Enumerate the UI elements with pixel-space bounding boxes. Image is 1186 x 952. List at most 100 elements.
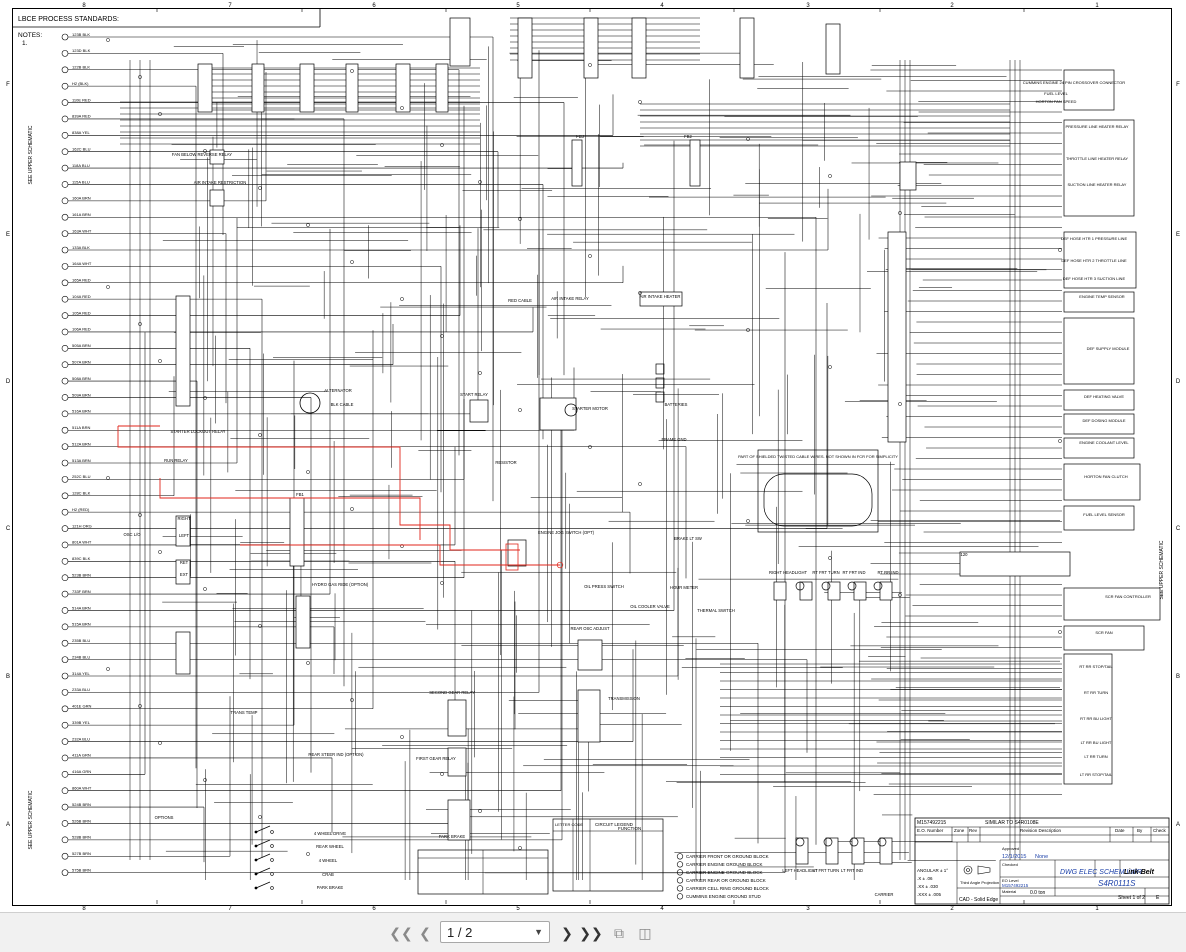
component-label: RT RR IND	[877, 570, 898, 575]
component-label: FB1	[296, 492, 304, 497]
grid-col-top: 3	[806, 3, 810, 9]
first-page-icon[interactable]: ❮❮	[389, 924, 413, 941]
tolerance-xxx: .XXX ± .005	[917, 892, 941, 897]
component-label: EXT	[180, 572, 189, 577]
drawing-number: S4R0111S	[1098, 879, 1136, 888]
eo-number-value: M157492215	[917, 820, 946, 826]
grid-col-top: 4	[660, 3, 664, 9]
component-label: PART OF SHIELDED TWISTED CABLE WIRES. NO…	[738, 454, 898, 459]
col-zone: Zone	[954, 828, 965, 833]
view-mode-icon[interactable]: ◫	[638, 924, 652, 941]
component-label: REAR OSC ADJUST	[570, 626, 610, 631]
component-label: TRANSMISSION	[608, 696, 640, 701]
component-label: RT FRT TURN	[812, 570, 839, 575]
device-label: RT RR TURN	[1084, 690, 1108, 695]
grid-col-top: 8	[82, 3, 86, 9]
component-label: OSC L/O	[124, 532, 142, 537]
grid-row-left: A	[6, 822, 10, 828]
left-wire-label: 128C BLK	[72, 491, 91, 496]
component-label: LT FRT IND	[841, 868, 863, 873]
left-wire-label: 524B BRN	[72, 802, 91, 807]
sheet-number: Sheet 1 of 2	[1118, 895, 1145, 901]
col-date: Date	[1115, 828, 1125, 833]
component-label: AIR INTAKE RESTRICTION	[194, 180, 247, 185]
left-wire-label: 232A BLU	[72, 736, 90, 741]
component-label: HOUR METER	[670, 585, 698, 590]
col-eo-number: E.O. Number	[917, 828, 944, 833]
grid-row-right: E	[1176, 232, 1180, 238]
left-wire-label: 233A BLU	[72, 687, 90, 692]
copy-icon[interactable]: ⧉	[614, 924, 624, 941]
grid-col-top: 1	[1095, 3, 1099, 9]
grid-row-left: C	[6, 526, 11, 532]
projection-label: Third Angle Projection	[960, 880, 999, 885]
component-label: LEFT	[179, 533, 190, 538]
component-label: RUN RELAY	[164, 458, 188, 463]
left-wire-label: 252C BLU	[72, 474, 91, 479]
left-wire-label: 416A GRN	[72, 769, 91, 774]
left-wire-label: 401E GRN	[72, 704, 91, 709]
left-wire-label: 163A WHT	[72, 228, 92, 233]
component-label: LT FRT TURN	[813, 868, 839, 873]
component-label: OPTIONS	[155, 815, 174, 820]
notes-label: NOTES:	[18, 32, 42, 39]
component-label: FAN BELOW REVERSE RELAY	[172, 152, 232, 157]
component-label: ENGINE JOG SWITCH (OPT)	[538, 530, 595, 535]
ground-legend-item: CARRIER ENGINE GROUND BLOCK	[686, 862, 763, 867]
drawn-date: 12/1/2015	[1002, 854, 1026, 860]
component-label: THERMAL SWITCH	[697, 608, 735, 613]
col-check: Check	[1153, 828, 1167, 833]
ground-legend-item: CARRIER REAR OR GROUND BLOCK	[686, 878, 766, 883]
components	[61, 17, 1161, 890]
tolerance-angular: ANGULAR ± 1°	[917, 868, 948, 873]
left-wire-label: 839C BLK	[72, 556, 91, 561]
grid-row-left: E	[6, 232, 10, 238]
left-wire-label: 801A WHT	[72, 540, 92, 545]
approved-label: Approved	[1002, 846, 1019, 851]
component-label: OIL COOLER VALVE	[630, 604, 670, 609]
component-label: START RELAY	[460, 392, 488, 397]
tolerance-xx: .XX ± .030	[917, 884, 938, 889]
col-by: By	[1137, 828, 1143, 833]
left-wire-label: 123B BLK	[72, 32, 90, 37]
device-label: RT RR STOP/TAIL	[1079, 664, 1113, 669]
left-wire-label: 162C BLU	[72, 146, 91, 151]
left-wire-label: 122B BLK	[72, 65, 90, 70]
next-page-icon[interactable]: ❯	[561, 924, 573, 941]
circuit-legend-table: CIRCUIT LEGEND FUNCTION LETTER CODE	[552, 818, 664, 892]
drawing-frame	[12, 8, 1172, 906]
component-label: RT FRT IND	[843, 570, 866, 575]
component-label: STARTER MOTOR	[572, 406, 608, 411]
ground-legend-item: CARRIER FRONT OR GROUND BLOCK	[686, 854, 769, 859]
left-wire-label: 860A WHT	[72, 785, 92, 790]
wire-network	[68, 17, 1062, 880]
pdf-viewer-toolbar: ❮❮ ❮ 1 / 2 ▼ ❯ ❯❯ ⧉ ◫	[0, 912, 1186, 952]
left-wire-label: 339B YEL	[72, 720, 91, 725]
device-label: LT RR TURN	[1084, 754, 1107, 759]
left-wire-label: 110E RED	[72, 97, 91, 102]
component-label: 120	[961, 552, 969, 557]
device-label: HORTON FAN CLUTCH	[1084, 474, 1128, 479]
col-description: Revision Description	[1020, 828, 1062, 833]
ground-legend-item: CARRIER ENGINE GROUND BLOCK	[686, 870, 763, 875]
last-page-icon[interactable]: ❯❯	[579, 924, 603, 941]
device-label: CUMMINS ENGINE 24 PIN CROSSOVER CONNECTO…	[1023, 80, 1125, 85]
similar-note: SIMILAR TO S4R0108E	[985, 820, 1039, 826]
left-wire-label: 512A BRN	[72, 441, 91, 446]
left-wire-label: 527B BRN	[72, 851, 91, 856]
component-label: CRAB	[322, 872, 334, 877]
device-label: THROTTLE LINE HEATER RELAY	[1066, 156, 1128, 161]
previous-page-icon[interactable]: ❮	[419, 924, 431, 941]
grid-col-bottom: 5	[516, 906, 520, 912]
cad-system: CAD - Solid Edge	[959, 897, 998, 903]
component-label: BRAKE LT SW	[674, 536, 702, 541]
left-wire-label: H2 (RED)	[72, 507, 90, 512]
function-header: FUNCTION	[618, 826, 641, 831]
page-selector[interactable]: 1 / 2 ▼	[440, 921, 550, 943]
device-label: FUEL LEVEL SENSOR	[1083, 512, 1125, 517]
component-label: PARK BRAKE	[439, 834, 466, 839]
component-label: FB2	[684, 134, 692, 139]
device-label: LT RR BU LIGHT	[1081, 740, 1112, 745]
component-label: STARTER LOCKOUT RELAY	[170, 429, 225, 434]
chevron-down-icon: ▼	[534, 927, 543, 937]
